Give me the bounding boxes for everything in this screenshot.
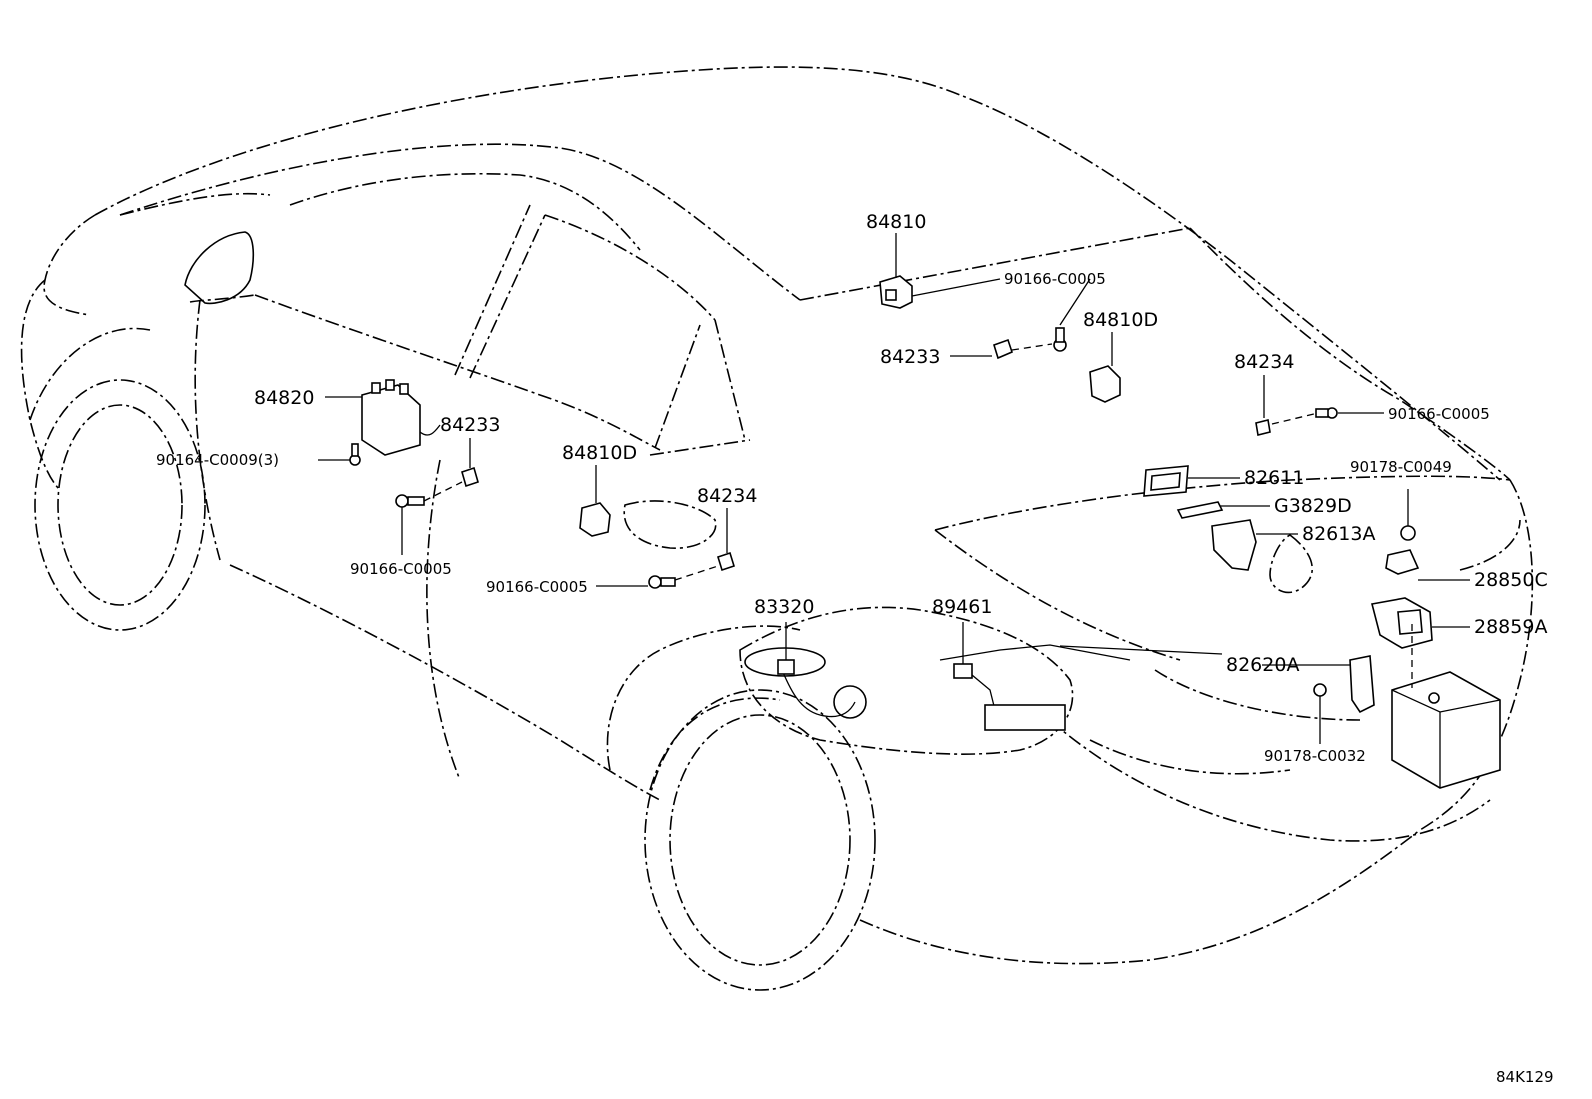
bolt-front xyxy=(395,494,425,508)
leader-lines xyxy=(318,233,1470,744)
callout-28850c: 28850C xyxy=(1474,569,1548,591)
callout-90178-c0049: 90178-C0049 xyxy=(1350,458,1452,476)
nut-upper xyxy=(1400,525,1416,541)
clip-right xyxy=(1255,419,1271,436)
nut-lower xyxy=(1313,683,1327,697)
rear-wheel xyxy=(644,689,876,991)
callout-90166-c0005-rear-door: 90166-C0005 xyxy=(486,578,588,596)
callout-84233-top: 84233 xyxy=(880,346,940,368)
master-switch xyxy=(361,379,441,456)
ecu-top xyxy=(879,275,913,309)
battery-clamp xyxy=(1371,597,1433,649)
screw-master xyxy=(349,443,361,466)
callout-84810: 84810 xyxy=(866,211,926,233)
bracket xyxy=(1143,465,1189,497)
callout-84234-right: 84234 xyxy=(1234,351,1294,373)
callout-90164-c0009: 90164-C0009(3) xyxy=(156,451,279,469)
callout-84234-rear-door: 84234 xyxy=(697,485,757,507)
callout-g3829d: G3829D xyxy=(1274,495,1352,517)
callout-84820: 84820 xyxy=(254,387,314,409)
callout-90166-c0005-right: 90166-C0005 xyxy=(1388,405,1490,423)
callout-28859a: 28859A xyxy=(1474,616,1547,638)
car-body-outline xyxy=(20,66,1534,965)
fuse-block xyxy=(1349,655,1375,714)
bolt-rear-door xyxy=(648,575,676,589)
battery xyxy=(1391,624,1501,789)
holder xyxy=(1211,519,1257,571)
switch-right xyxy=(1089,365,1121,403)
clamp xyxy=(1176,501,1224,519)
sensor xyxy=(1385,549,1420,575)
callout-84810d-rear-door: 84810D xyxy=(562,442,637,464)
callout-90166-c0005-front: 90166-C0005 xyxy=(350,560,452,578)
callout-labels: 84810 90166-C0005 84810D 84233 84234 901… xyxy=(156,211,1548,765)
callout-84810d-right: 84810D xyxy=(1083,309,1158,331)
callout-83320: 83320 xyxy=(754,596,814,618)
callout-82613a: 82613A xyxy=(1302,523,1375,545)
diagram-code: 84K129 xyxy=(1496,1068,1554,1086)
clip-rear-door xyxy=(717,551,735,572)
callout-90166-c0005-top: 90166-C0005 xyxy=(1004,270,1106,288)
fuel-sensor xyxy=(953,663,973,679)
callout-90178-c0032: 90178-C0032 xyxy=(1264,747,1366,765)
switch-rear-door xyxy=(579,502,611,537)
front-wheel xyxy=(29,327,206,631)
callout-89461: 89461 xyxy=(932,596,992,618)
bolt-right xyxy=(1315,407,1338,419)
callout-82620a: 82620A xyxy=(1226,654,1299,676)
callout-84233-front: 84233 xyxy=(440,414,500,436)
clip-top xyxy=(993,338,1013,360)
callout-82611: 82611 xyxy=(1244,467,1304,489)
bolt-top xyxy=(1053,327,1067,352)
clip-front xyxy=(461,466,479,488)
fuel-sender xyxy=(777,659,795,675)
